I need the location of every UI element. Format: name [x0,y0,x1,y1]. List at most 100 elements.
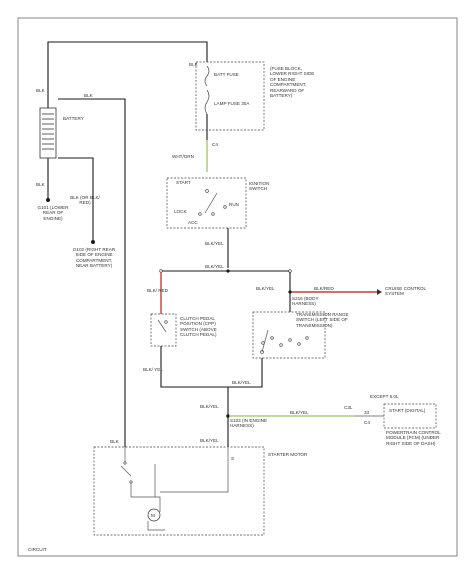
starter-motor-label-box: STARTER MOTOR [268,452,308,457]
trs-common [260,350,264,354]
bus-end-left [159,269,163,273]
lamp-fuse-element [204,89,210,115]
solenoid-contact-a [123,461,127,465]
trs-label-box: TRANSMISSION RANGE SWITCH (LEFT SIDE OF … [296,312,349,328]
battery-positive-feed-wire [47,41,208,128]
battery-to-starter-cable [58,98,126,447]
g101-ground-point [46,198,50,202]
cruise-control-branch: BLK/YEL BLK/RED CRUISE CONTROL SYSTEM S2… [256,272,426,306]
blk-wire-label: BLK [36,88,46,93]
blk-red-cruise-label: BLK/RED [314,286,334,291]
clutch-switch-branch: BLK/ RED CLUTCH PEDAL POSITION (CPP) SWI… [143,272,228,388]
battery-to-g102-wire [58,157,94,240]
s103-label-box: S103 (IN ENGINE HARNESS) [230,418,268,429]
pcm-start-label: START (DIGITAL) [389,408,426,413]
bus-end-right [288,269,292,273]
blk-ground-label: BLK [36,182,46,187]
ign-switch-blade [204,192,218,214]
clutch-switch-contact [164,320,168,324]
cruise-arrow-icon [377,289,382,295]
g102-ground-point [91,240,95,244]
g102-label-box: G102 (RIGHT REAR SIDE OF ENGINE COMPARTM… [72,247,116,269]
cruise-control-label: CRUISE CONTROL SYSTEM [385,286,426,297]
trs-label: TRANSMISSION RANGE SWITCH (LEFT SIDE OF … [296,312,349,328]
blk-yel-ign-label: BLK/YEL [205,241,224,246]
c4-connector-label: C4 [212,142,218,147]
s216-label-box: S216 (BODY HARNESS) [292,296,318,306]
ign-lock-contact [198,212,202,216]
blk-yel-bus-label: BLK/YEL [205,264,224,269]
trs-contact-d [288,338,292,342]
blk-yel-starter-label: BLK/YEL [200,438,219,443]
ign-start-contact [205,189,209,193]
fuse-block: BLK BATT FUSE LAMP FUSE 30A (FUSE BLOCK,… [189,61,314,147]
solenoid-contact-b [129,480,133,484]
ignition-switch-label-box: IGNITION SWITCH [249,181,270,192]
trs-contact-r [270,336,274,340]
armature-mark: M [151,513,155,518]
s103-splice-branch: BLK/YEL S103 (IN ENGINE HARNESS) BLK/YEL… [200,387,441,447]
trs-wiper [261,329,269,353]
blk-yel-trs-out-label: BLK/YEL [232,380,251,385]
ignition-switch: WHT/GRN START LOCK ACC RUN IGNITION SWIT… [166,140,270,268]
g102-label: G102 (RIGHT REAR SIDE OF ENGINE COMPARTM… [72,247,116,269]
battery-symbol [39,107,57,159]
ign-start-label: START [176,180,191,185]
clutch-switch-output-wire [160,346,228,388]
ign-run-contact [223,205,227,209]
fuse-block-location-box: (FUSE BLOCK, LOWER RIGHT SIDE OF ENGINE … [270,66,314,98]
s216-splice-node [288,290,292,294]
ign-lock-label: LOCK [174,209,187,214]
blk-yel-splice-label: BLK/YEL [200,404,219,409]
footer-label: CIRCUIT [28,547,47,552]
starter-motor-label: STARTER MOTOR [268,452,308,457]
pcm-33-label: 33 [364,410,370,415]
starter-internal-feed [130,483,161,512]
pcm-label: POWERTRAIN CONTROL MODULE (PCM) (UNDER R… [386,430,441,446]
cruise-control-label-box: CRUISE CONTROL SYSTEM [385,286,426,297]
bus-junction-center [226,269,230,273]
s103-label: S103 (IN ENGINE HARNESS) [230,418,268,429]
starter-motor-outline [93,446,265,536]
blk-fuse-label: BLK [189,62,199,67]
trs-contact-1 [305,336,309,340]
s103-splice-node [226,414,230,418]
pcm-outline [383,403,437,429]
pcm-c3l-label: C3L [344,405,353,410]
blk-yel-cruise-label: BLK/YEL [256,286,275,291]
trs-output-wire [228,358,263,388]
s-terminal-label: S [231,456,234,461]
starter-motor: BLK STARTER MOTOR S M [93,439,308,536]
blk-yel-pcm-label: BLK/YEL [290,410,309,415]
g101-label-box: G101 (LOWER REAR OF ENGINE) [38,205,69,221]
fuse-block-outline [195,61,265,131]
transmission-range-switch: TRANSMISSION RANGE SWITCH (LEFT SIDE OF … [228,293,349,388]
trs-contact-n [279,343,283,347]
battery-section: BLK BLK BATTERY BLK G101 (LOWER REAR OF … [36,41,208,447]
batt-fuse-label: BATT FUSE [214,72,239,77]
pcm-label-box: POWERTRAIN CONTROL MODULE (PCM) (UNDER R… [386,430,441,446]
ignition-switch-label: IGNITION SWITCH [249,181,270,192]
batt-fuse-element [204,65,210,87]
blk-red-clutch-label: BLK/ RED [147,288,169,293]
start-bus: BLK/YEL [159,264,292,273]
clutch-switch-label: CLUTCH PEDAL POSITION (CPP) SWITCH (ABOV… [180,316,217,338]
battery-label: BATTERY [63,116,84,121]
s-terminal-wire [160,448,229,493]
blk-red-g102-label-box: BLK (OR BLK/ RED) [70,195,100,206]
except-5l-label: EXCEPT 5.0L [370,394,399,399]
pcm-start-label-box: START (DIGITAL) [389,408,426,413]
blk-yel-clutch-out-box: BLK/ YEL [143,367,163,372]
clutch-switch-blade [157,319,167,333]
ignition-switch-outline [166,177,247,229]
trs-contact-2 [297,342,301,346]
ign-acc-contact [211,212,215,216]
blk-red-battery-label: BLK [84,93,94,98]
ign-acc-label: ACC [188,220,198,225]
solenoid-contact-blade [120,465,132,477]
blk-red-g102-label: BLK (OR BLK/ RED) [70,195,100,206]
pcm-c4-label: C4 [364,420,370,425]
diagram-frame [17,17,458,557]
